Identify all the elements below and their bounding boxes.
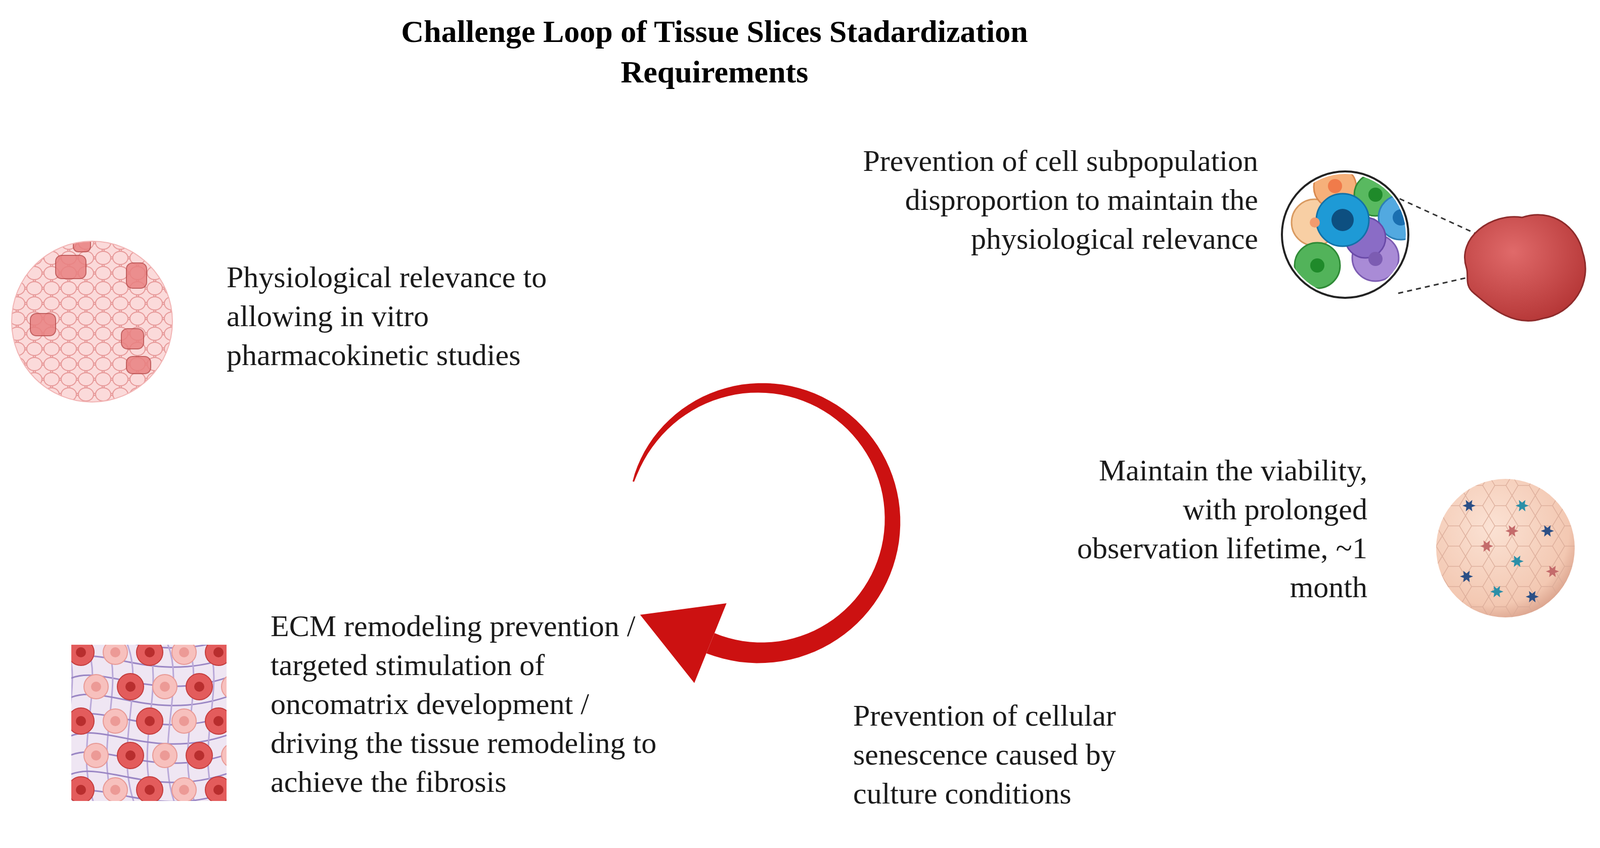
cell-subpopulation-inset — [1281, 165, 1586, 322]
tissue-disc — [11, 237, 173, 403]
requirement-label: Maintain the viability, with prolonged o… — [1048, 451, 1368, 607]
requirement-label: Physiological relevance to allowing in v… — [226, 257, 611, 375]
ecm-square — [71, 644, 227, 802]
diagram-title: Challenge Loop of Tissue Slices Stadardi… — [355, 11, 1074, 93]
requirement-label: Prevention of cell subpopulation disprop… — [853, 141, 1259, 259]
requirement-label: Prevention of cellular senescence caused… — [853, 696, 1167, 814]
requirement-label: ECM remodeling prevention / targeted sti… — [270, 606, 676, 802]
arrow-head — [640, 603, 727, 684]
spheroid — [1436, 478, 1575, 618]
